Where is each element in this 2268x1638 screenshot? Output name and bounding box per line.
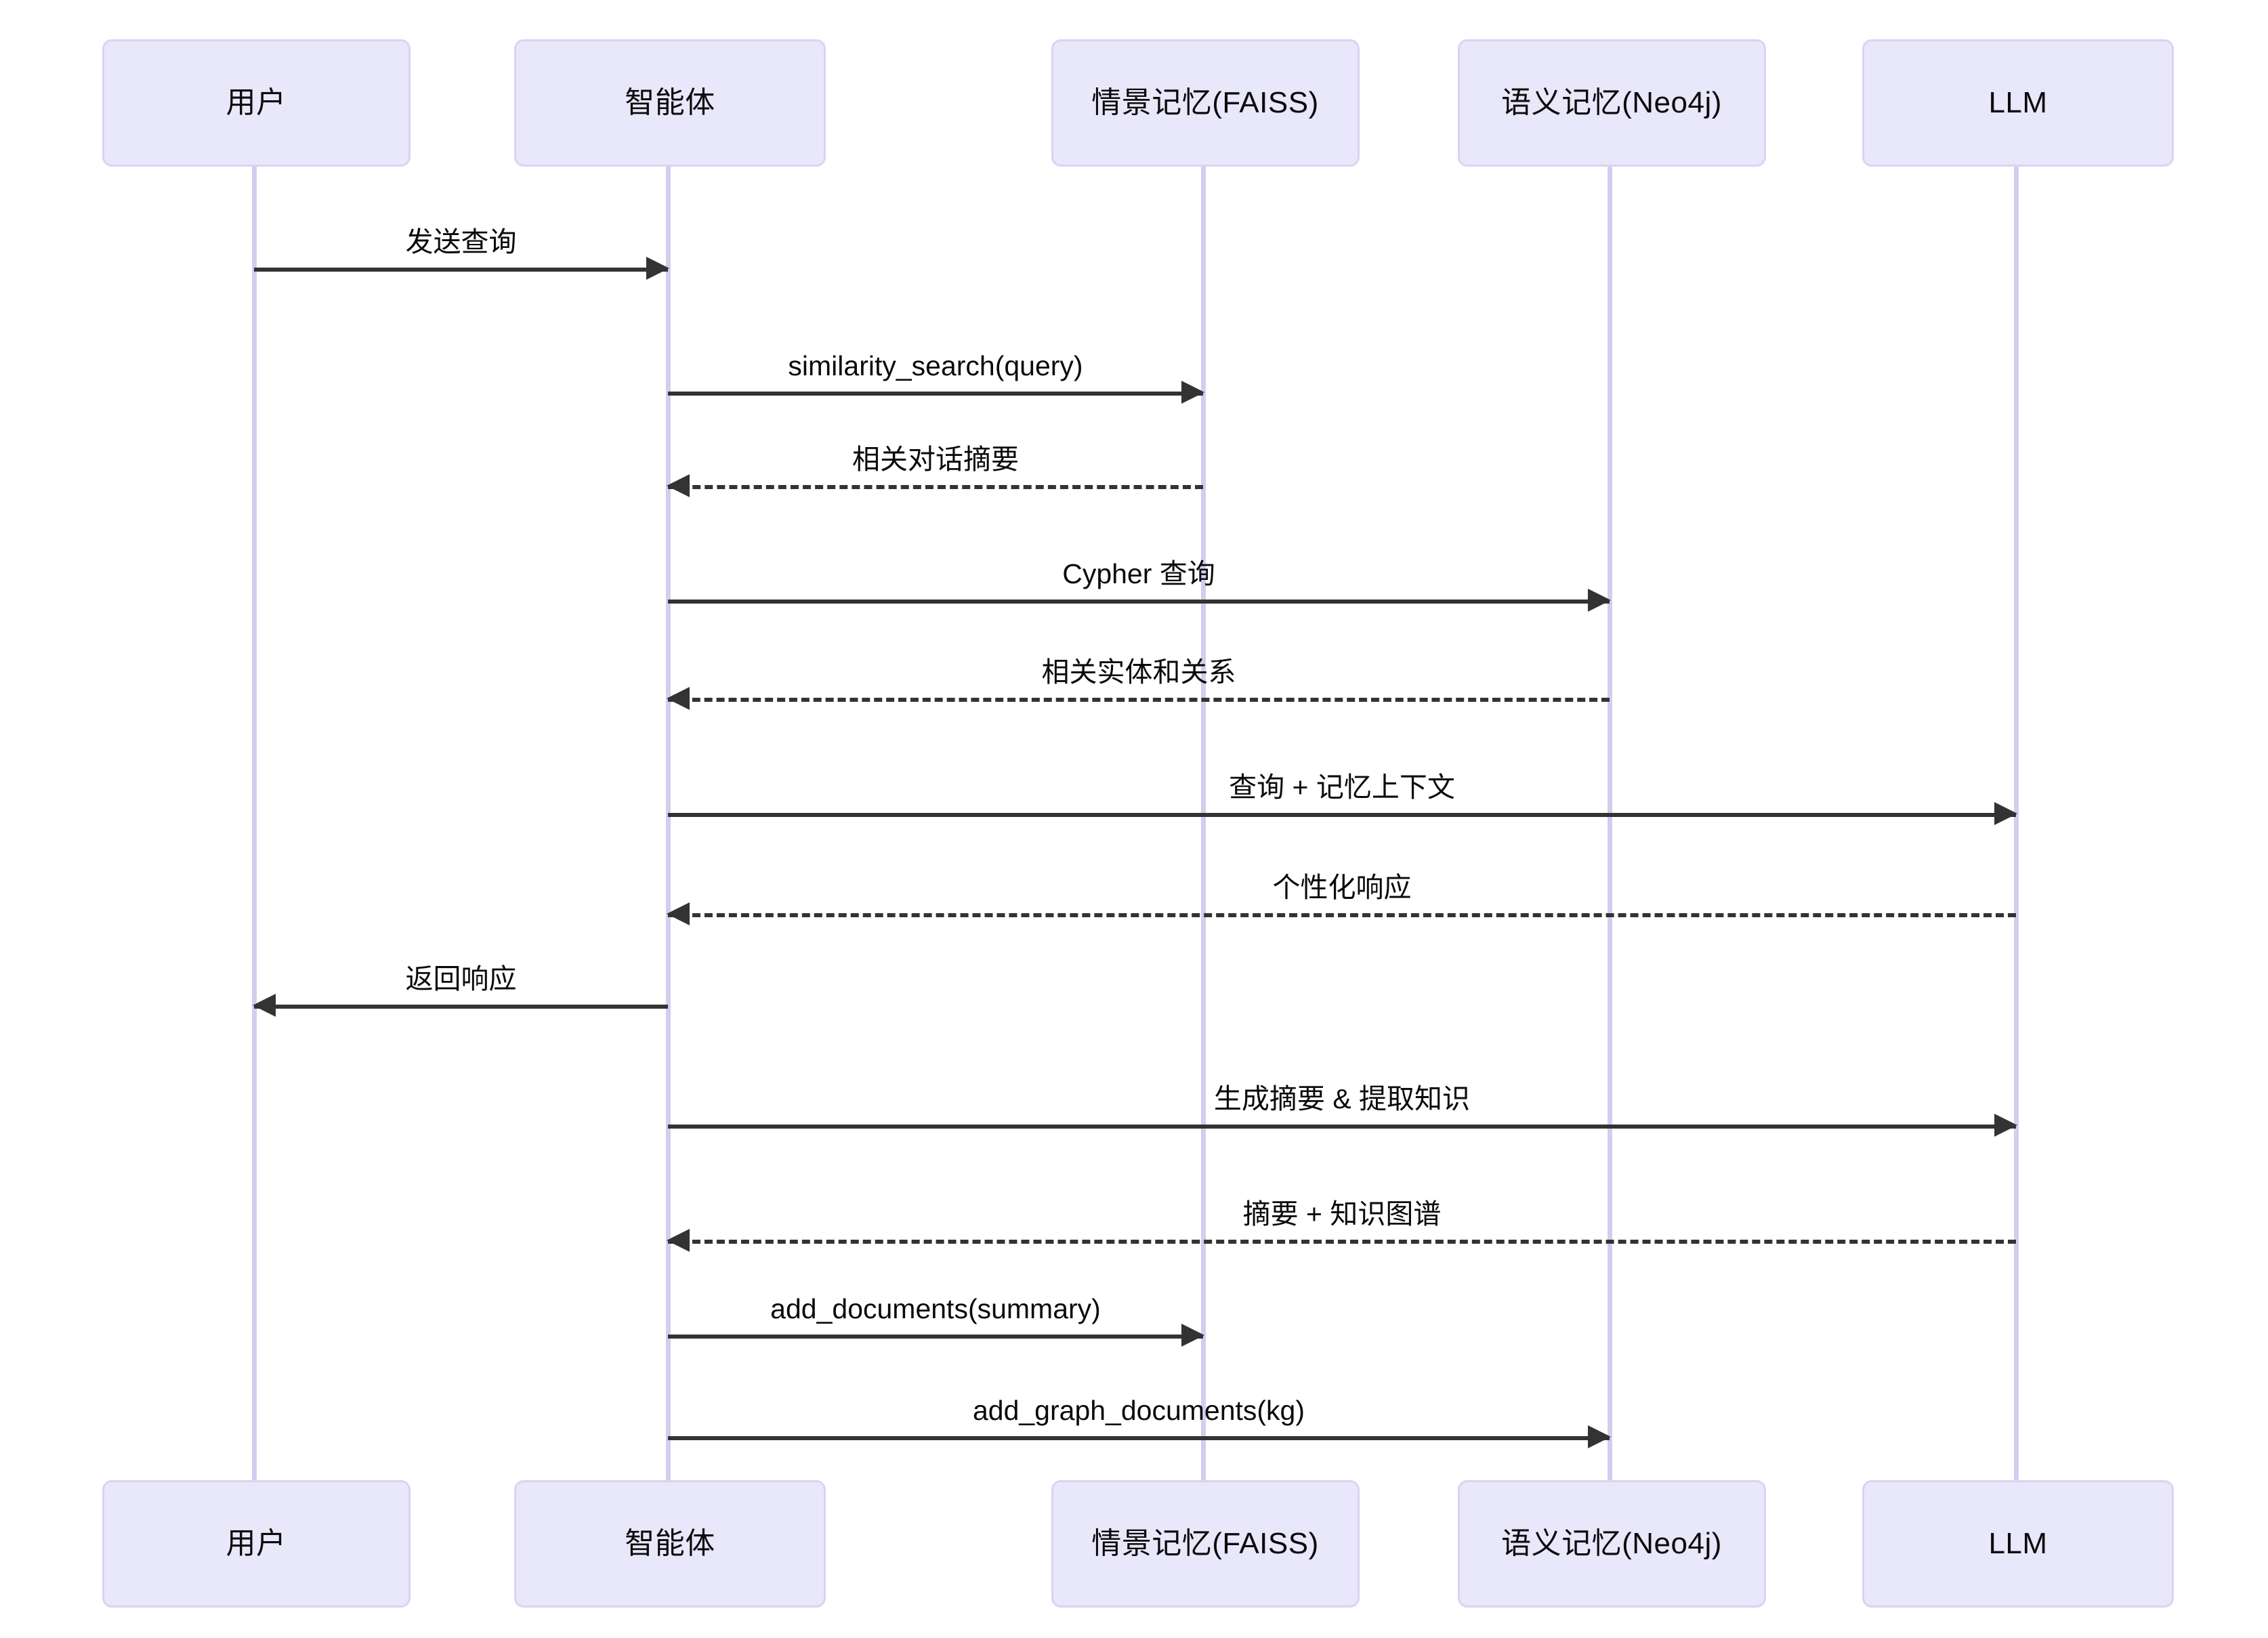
message-label-11: add_documents(summary) (770, 1293, 1101, 1324)
participant-box-faiss-bottom[interactable]: 情景记忆(FAISS) (1051, 1480, 1360, 1608)
message-line-6 (668, 813, 2016, 817)
lifeline-user (252, 167, 257, 1480)
arrowhead-icon-6 (1994, 802, 2017, 825)
arrowhead-icon-5 (667, 687, 690, 710)
arrowhead-icon-3 (667, 474, 690, 497)
message-label-9: 生成摘要 & 提取知识 (1213, 1083, 1471, 1114)
participant-box-agent-bottom[interactable]: 智能体 (514, 1480, 826, 1608)
message-label-6: 查询 + 记忆上下文 (1229, 772, 1455, 803)
message-line-3 (668, 485, 1203, 489)
message-label-10: 摘要 + 知识图谱 (1242, 1198, 1442, 1230)
lifeline-neo4j (1608, 167, 1612, 1480)
participant-label-faiss: 情景记忆(FAISS) (1091, 1526, 1319, 1560)
participant-label-llm: LLM (1988, 1526, 2048, 1560)
arrowhead-icon-2 (1181, 381, 1204, 404)
participant-box-neo4j-top[interactable]: 语义记忆(Neo4j) (1457, 39, 1766, 167)
participant-label-user: 用户 (226, 85, 287, 119)
participant-label-neo4j: 语义记忆(Neo4j) (1501, 85, 1722, 119)
participant-label-agent: 智能体 (625, 1526, 715, 1560)
arrowhead-icon-12 (1588, 1425, 1611, 1448)
arrowhead-icon-4 (1588, 589, 1611, 612)
message-line-4 (668, 600, 1610, 604)
participant-label-agent: 智能体 (625, 85, 715, 119)
participant-box-faiss-top[interactable]: 情景记忆(FAISS) (1051, 39, 1360, 167)
participant-label-faiss: 情景记忆(FAISS) (1091, 85, 1319, 119)
participant-box-agent-top[interactable]: 智能体 (514, 39, 826, 167)
participant-box-llm-bottom[interactable]: LLM (1862, 1480, 2174, 1608)
message-line-7 (668, 913, 2016, 917)
message-line-5 (668, 698, 1610, 702)
message-line-11 (668, 1335, 1203, 1339)
message-label-4: Cypher 查询 (1062, 558, 1215, 589)
arrowhead-icon-9 (1994, 1114, 2017, 1137)
message-label-1: 发送查询 (405, 226, 517, 257)
message-label-8: 返回响应 (405, 963, 517, 994)
participant-box-user-top[interactable]: 用户 (102, 39, 411, 167)
participant-box-user-bottom[interactable]: 用户 (102, 1480, 411, 1608)
participant-box-neo4j-bottom[interactable]: 语义记忆(Neo4j) (1457, 1480, 1766, 1608)
participant-label-neo4j: 语义记忆(Neo4j) (1501, 1526, 1722, 1560)
message-line-8 (254, 1005, 668, 1009)
message-label-12: add_graph_documents(kg) (972, 1395, 1305, 1426)
message-label-7: 个性化响应 (1272, 872, 1412, 903)
arrowhead-icon-1 (646, 257, 669, 280)
participant-label-llm: LLM (1988, 85, 2048, 119)
arrowhead-icon-7 (667, 902, 690, 925)
arrowhead-icon-8 (253, 994, 276, 1017)
message-line-1 (254, 268, 668, 272)
message-line-12 (668, 1436, 1610, 1440)
lifeline-agent (666, 167, 671, 1480)
arrowhead-icon-11 (1181, 1324, 1204, 1347)
message-line-2 (668, 392, 1203, 396)
message-label-3: 相关对话摘要 (852, 444, 1019, 475)
participant-box-llm-top[interactable]: LLM (1862, 39, 2174, 167)
message-label-5: 相关实体和关系 (1041, 656, 1236, 688)
arrowhead-icon-10 (667, 1229, 690, 1252)
lifeline-faiss (1201, 167, 1206, 1480)
participant-label-user: 用户 (226, 1526, 287, 1560)
message-label-2: similarity_search(query) (788, 350, 1083, 381)
message-line-9 (668, 1125, 2016, 1129)
message-line-10 (668, 1240, 2016, 1244)
